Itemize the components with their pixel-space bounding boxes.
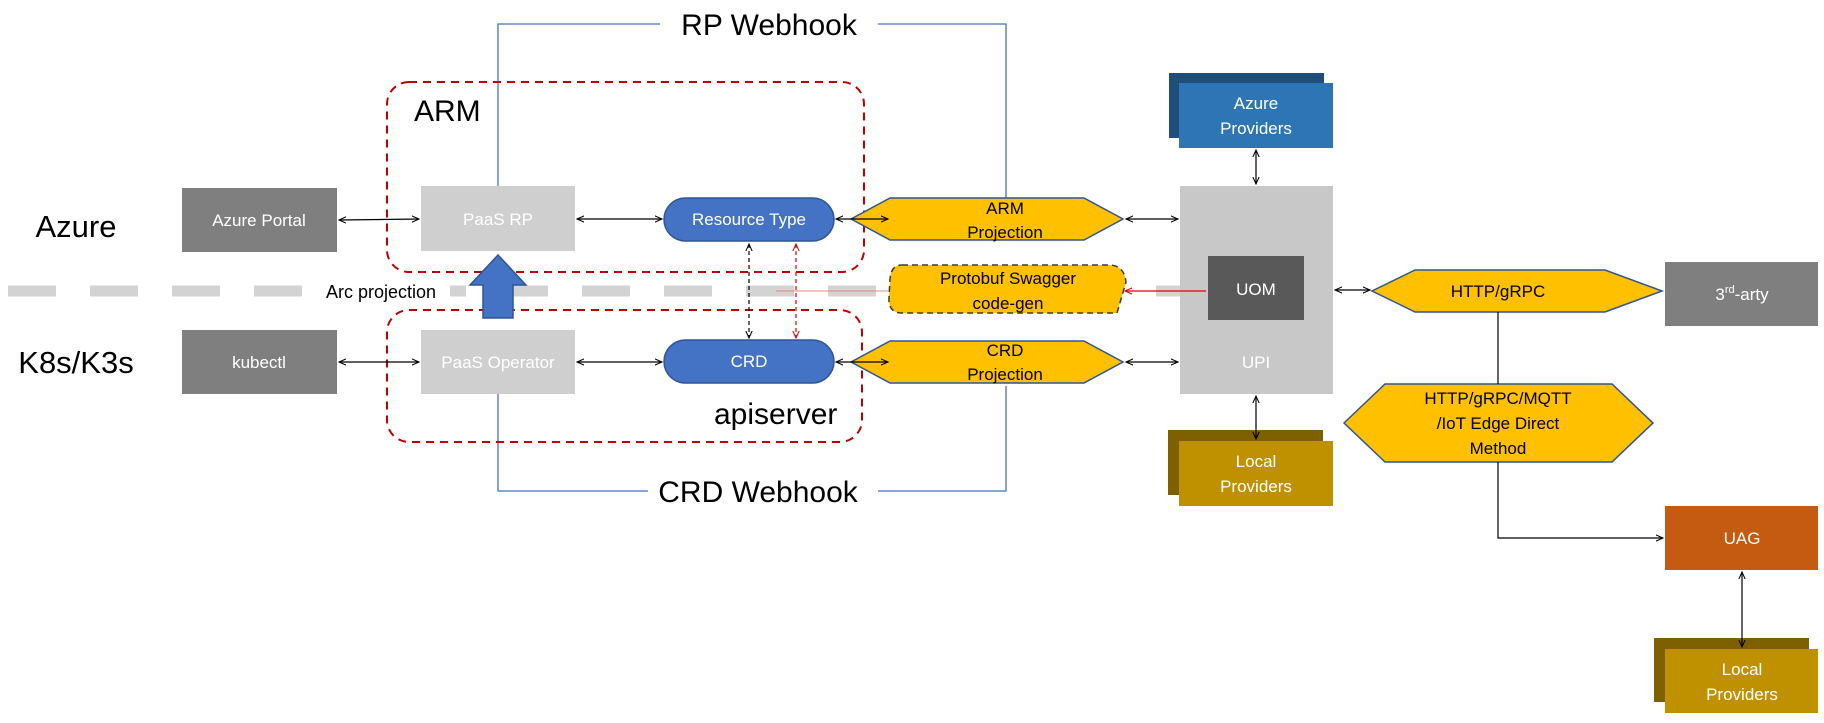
- arm-label: ARM: [414, 95, 481, 128]
- svg-text:Azure: Azure: [1234, 94, 1278, 113]
- svg-text:CRD: CRD: [731, 352, 768, 371]
- crd-projection-hex: CRD Projection: [849, 340, 1125, 384]
- rp-webhook-line: [497, 23, 1007, 198]
- rp-webhook-label: RP Webhook: [681, 9, 858, 42]
- svg-text:Resource Type: Resource Type: [692, 210, 806, 229]
- red-connectors: [776, 244, 1206, 338]
- svg-text:ARM: ARM: [986, 199, 1024, 218]
- kubectl-box: kubectl: [182, 330, 337, 394]
- connectors: [339, 150, 1742, 647]
- arm-projection-hex: ARM Projection: [849, 197, 1125, 242]
- svg-text:CRD: CRD: [987, 341, 1024, 360]
- svg-text:kubectl: kubectl: [232, 353, 286, 372]
- arrow-portal-rp: [339, 219, 419, 220]
- http-grpc-hex: HTTP/gRPC: [1370, 269, 1665, 313]
- arc-projection-label-bg: [314, 278, 450, 304]
- svg-text:UAG: UAG: [1724, 529, 1761, 548]
- uag-box: UAG: [1665, 506, 1818, 570]
- uom-box: UOM: [1208, 256, 1304, 320]
- third-party-box: 3rd-arty: [1665, 262, 1818, 326]
- svg-text:Projection: Projection: [967, 365, 1043, 384]
- svg-text:HTTP/gRPC/MQTT: HTTP/gRPC/MQTT: [1424, 389, 1571, 408]
- http-grpc-mqtt-hex: HTTP/gRPC/MQTT /IoT Edge Direct Method: [1342, 383, 1655, 463]
- protobuf-codegen-shape: Protobuf Swagger code-gen: [888, 264, 1127, 314]
- svg-text:UOM: UOM: [1236, 280, 1276, 299]
- svg-text:PaaS Operator: PaaS Operator: [441, 353, 555, 372]
- resource-type-pill: Resource Type: [663, 197, 835, 242]
- svg-text:Azure Portal: Azure Portal: [212, 211, 306, 230]
- local-providers-box-2: Local Providers: [1654, 638, 1818, 713]
- svg-text:Local: Local: [1236, 452, 1277, 471]
- arm-group: [386, 81, 865, 273]
- svg-text:Providers: Providers: [1706, 685, 1778, 704]
- svg-text:Local: Local: [1722, 660, 1763, 679]
- crd-webhook-line: [497, 386, 1007, 492]
- azure-providers-box: Azure Providers: [1169, 73, 1333, 148]
- svg-text:UPI: UPI: [1242, 353, 1270, 372]
- svg-text:Protobuf Swagger: Protobuf Swagger: [940, 269, 1076, 288]
- lane-azure: Azure: [36, 209, 117, 244]
- crd-pill: CRD: [663, 339, 835, 384]
- apiserver-label: apiserver: [714, 398, 837, 431]
- svg-text:Providers: Providers: [1220, 477, 1292, 496]
- local-providers-box-1: Local Providers: [1168, 430, 1333, 506]
- arrow-mqtt-uag: [1497, 462, 1663, 538]
- paas-rp-box: PaaS RP: [421, 186, 575, 251]
- svg-text:Providers: Providers: [1220, 119, 1292, 138]
- arc-up-arrow: [468, 253, 528, 319]
- apiserver-group: [386, 309, 863, 443]
- svg-text:/IoT Edge Direct: /IoT Edge Direct: [1437, 414, 1560, 433]
- svg-text:code-gen: code-gen: [973, 294, 1044, 313]
- azure-portal-box: Azure Portal: [182, 188, 337, 252]
- crd-webhook-label: CRD Webhook: [658, 476, 859, 509]
- svg-text:Projection: Projection: [967, 223, 1043, 242]
- svg-text:HTTP/gRPC: HTTP/gRPC: [1451, 282, 1545, 301]
- arc-projection-label: Arc projection: [326, 282, 436, 302]
- svg-text:PaaS RP: PaaS RP: [463, 210, 533, 229]
- svg-text:Method: Method: [1470, 439, 1527, 458]
- lane-k8s: K8s/K3s: [18, 345, 133, 380]
- paas-operator-box: PaaS Operator: [421, 330, 575, 394]
- svg-text:3rd-arty: 3rd-arty: [1715, 284, 1769, 304]
